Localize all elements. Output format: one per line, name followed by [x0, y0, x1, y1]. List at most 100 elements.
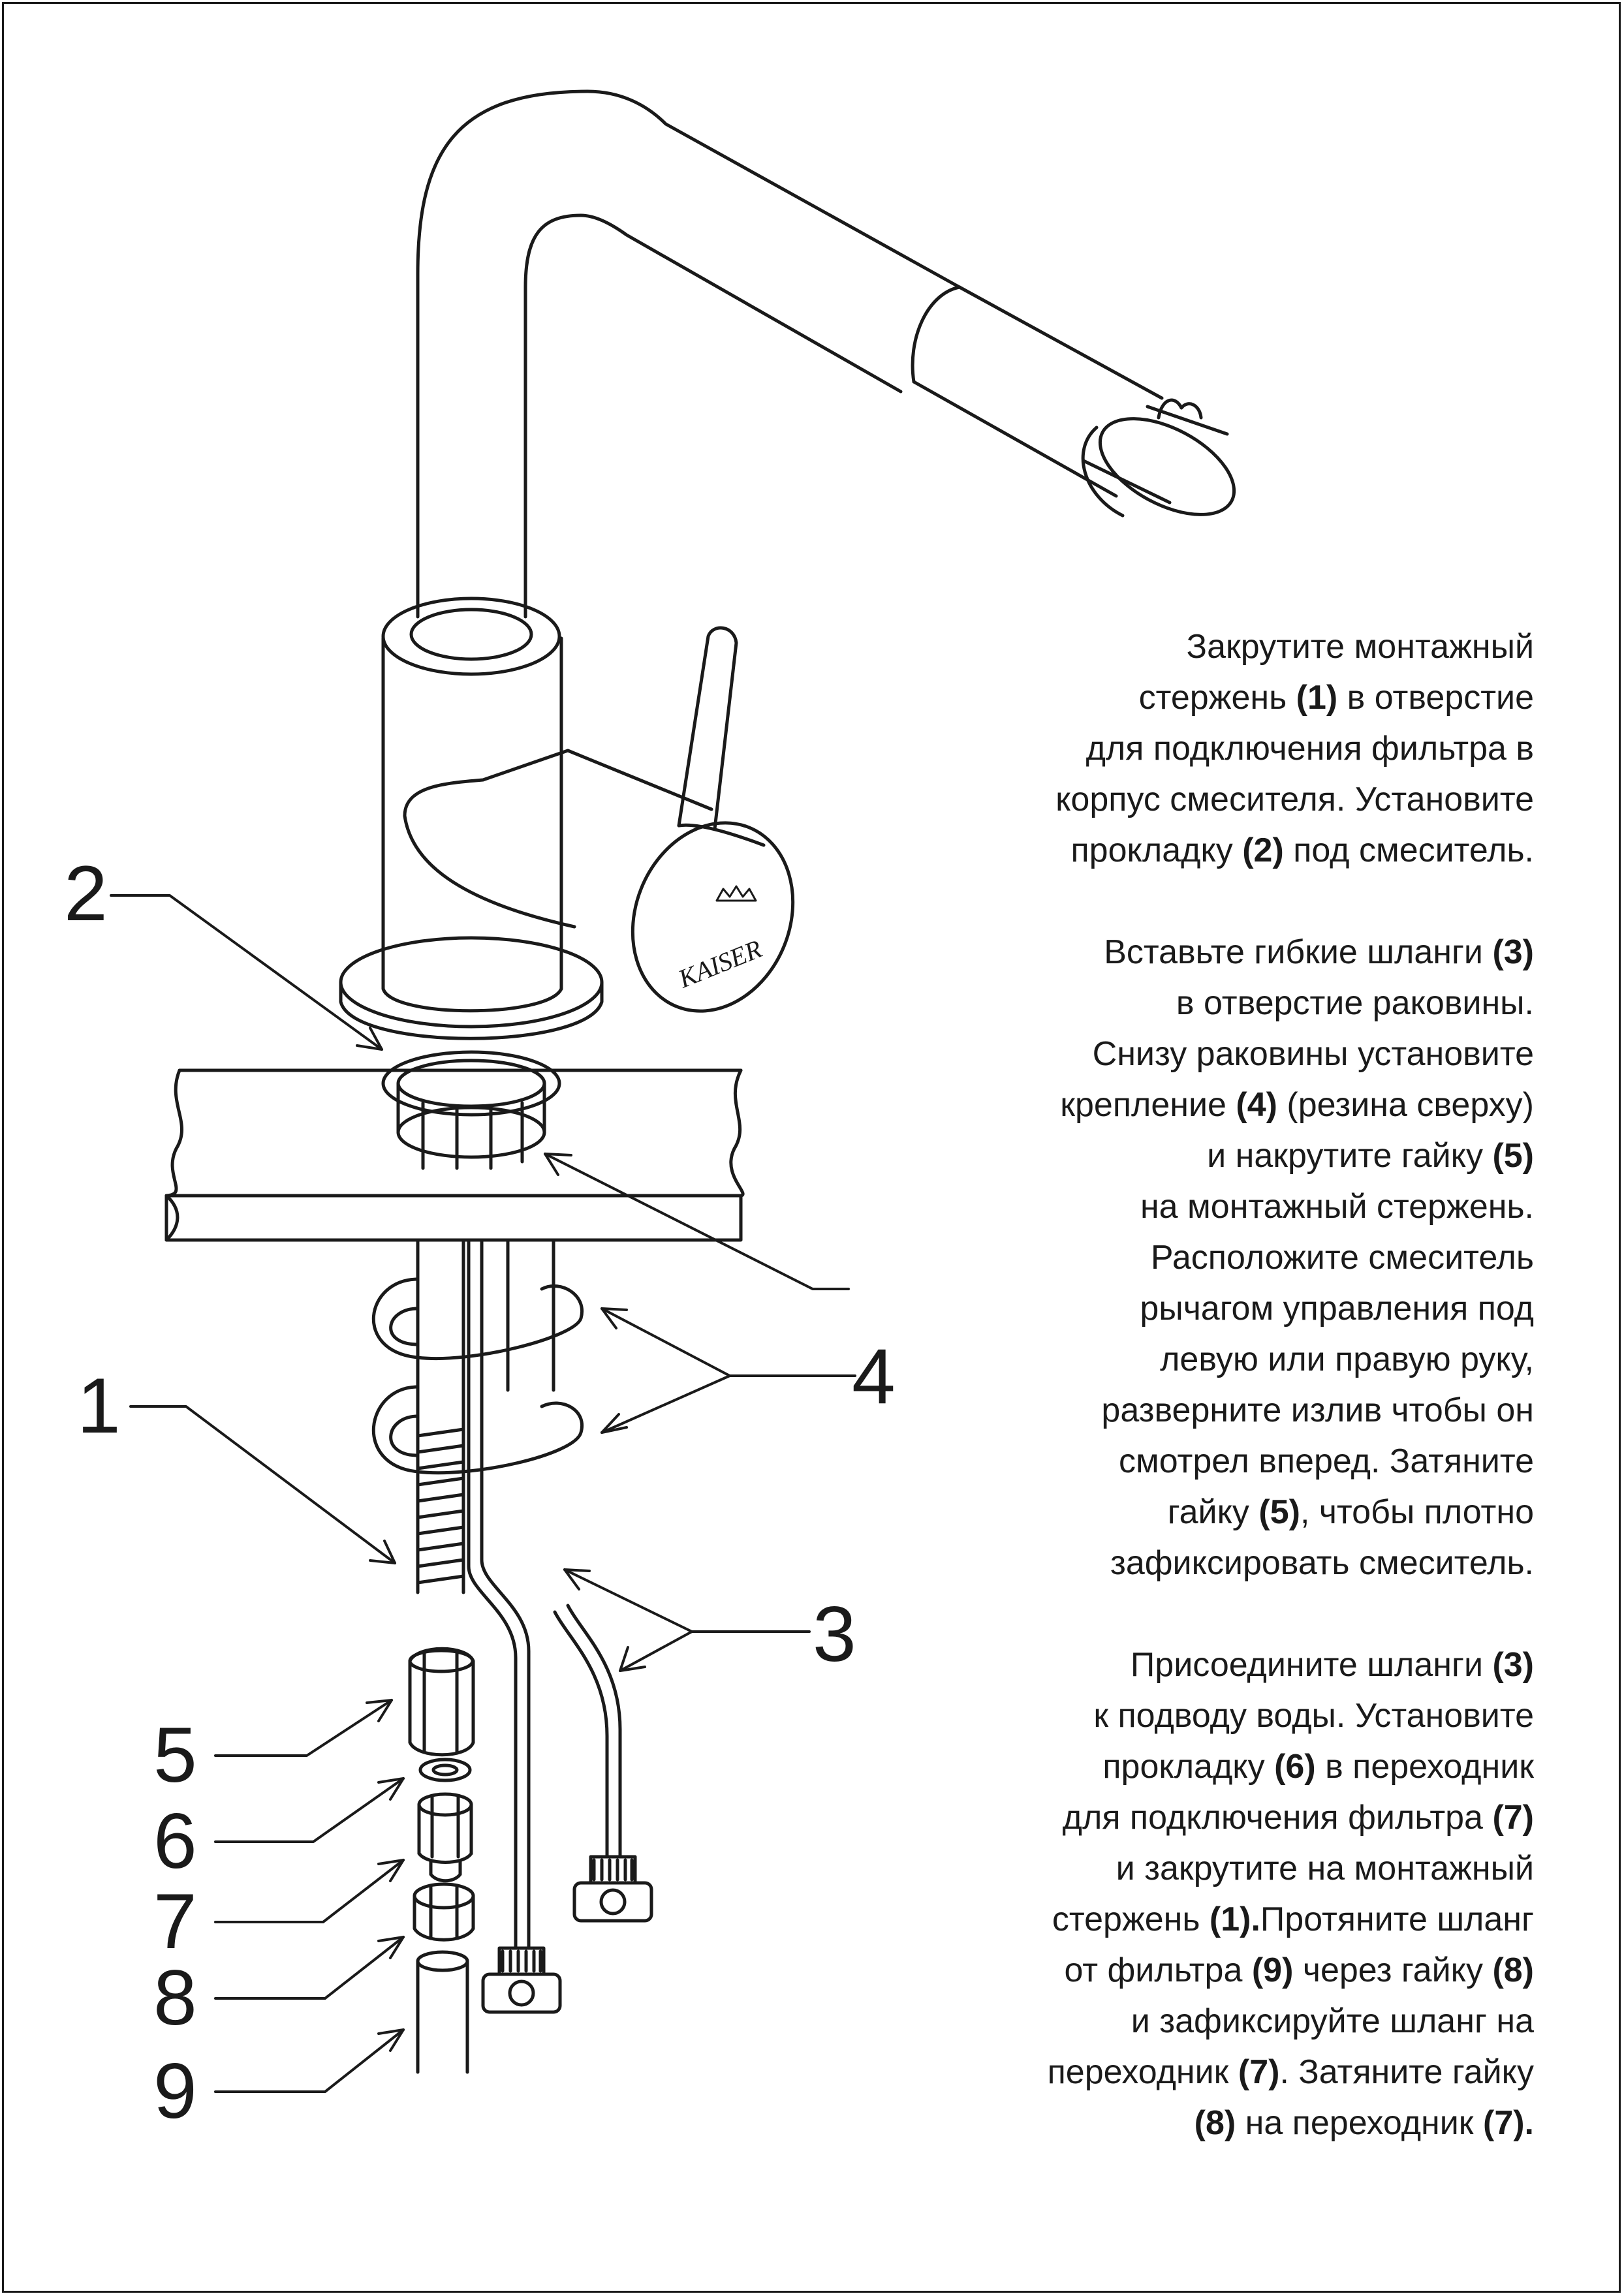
instruction-text: на переходник: [1236, 2104, 1483, 2142]
instruction-line: и накрутите гайку (5): [868, 1130, 1534, 1181]
mounting-bushing: [381, 1050, 561, 1170]
instruction-text: для подключения фильтра в: [1085, 730, 1534, 768]
part-reference: (8): [1194, 2104, 1236, 2142]
instruction-text: (резина сверху): [1277, 1086, 1534, 1124]
instruction-text: и накрутите гайку: [1207, 1137, 1493, 1175]
part-nut-5: [408, 1647, 475, 1757]
instruction-text: смотрел вперед. Затяните: [1119, 1442, 1534, 1480]
instruction-line: переходник (7). Затяните гайку: [868, 2047, 1534, 2098]
faucet-lever: [403, 626, 795, 1013]
part-reference: (3): [1492, 933, 1534, 971]
flexible-hoses: [467, 1238, 653, 2014]
callout-2: 2: [64, 850, 108, 937]
part-reference: (2): [1242, 831, 1284, 869]
instructions-panel: Закрутите монтажный стержень (1) в отверс…: [868, 621, 1534, 2199]
instruction-line: в отверстие раковины.: [868, 978, 1534, 1029]
instruction-text: от фильтра: [1064, 1951, 1252, 1989]
instruction-step-3: Присоедините шланги (3) к подводу воды. У…: [868, 1639, 1534, 2149]
faucet-spout: [416, 89, 1236, 619]
instruction-line: стержень (1) в отверстие: [868, 672, 1534, 723]
instruction-step-2: Вставьте гибкие шланги (3) в отверстие ра…: [868, 927, 1534, 1589]
instruction-text: левую или правую руку,: [1160, 1341, 1534, 1378]
instruction-text: Закрутите монтажный: [1186, 628, 1534, 666]
instruction-text: Протяните шланг: [1260, 1900, 1534, 1938]
instruction-line: крепление (4) (резина сверху): [868, 1079, 1534, 1130]
instruction-line: стержень (1).Протяните шланг: [868, 1894, 1534, 1945]
instruction-text: через гайку: [1293, 1951, 1493, 1989]
part-reference: (7): [1238, 2053, 1280, 2091]
part-reference: (5): [1258, 1493, 1300, 1531]
instruction-line: Снизу раковины установите: [868, 1029, 1534, 1079]
instruction-text: разверните излив чтобы он: [1101, 1391, 1534, 1429]
instruction-line: прокладку (2) под смеситель.: [868, 825, 1534, 876]
instruction-text: для подключения фильтра: [1062, 1799, 1493, 1837]
instruction-line: Присоедините шланги (3): [868, 1639, 1534, 1690]
part-reference: (8): [1492, 1951, 1534, 1989]
part-reference: (7).: [1483, 2104, 1534, 2142]
instruction-text: и зафиксируйте шланг на: [1131, 2002, 1534, 2040]
instruction-line: и зафиксируйте шланг на: [868, 1996, 1534, 2047]
instruction-line: на монтажный стержень.: [868, 1181, 1534, 1232]
callout-7: 7: [153, 1878, 197, 1965]
part-reference: (9): [1251, 1951, 1294, 1989]
svg-text:KAISER: KAISER: [674, 934, 766, 994]
instruction-text: прокладку: [1070, 831, 1243, 869]
part-reference: (4): [1236, 1086, 1277, 1124]
instruction-text: стержень: [1052, 1900, 1210, 1938]
sink-countertop: [164, 1068, 745, 1242]
instruction-line: прокладку (6) в переходник: [868, 1741, 1534, 1792]
faucet-body: [339, 597, 604, 1040]
instruction-text: прокладку: [1102, 1748, 1275, 1786]
instruction-line: гайку (5), чтобы плотно: [868, 1487, 1534, 1538]
instruction-text: крепление: [1060, 1086, 1236, 1124]
instruction-text: Вставьте гибкие шланги: [1104, 933, 1493, 971]
instruction-text: к подводу воды. Установите: [1093, 1697, 1534, 1735]
kaiser-logo: KAISER: [674, 885, 766, 994]
mounting-bracket-spiral: [372, 1277, 584, 1475]
instruction-text: зафиксировать смеситель.: [1110, 1544, 1534, 1582]
part-reference: (7): [1492, 1799, 1534, 1837]
instruction-line: смотрел вперед. Затяните: [868, 1436, 1534, 1487]
instruction-text: гайку: [1167, 1493, 1259, 1531]
instruction-text: Присоедините шланги: [1130, 1646, 1493, 1684]
part-hose-9: [416, 1950, 469, 2074]
leader-lines: [110, 894, 856, 2093]
part-reference: (6): [1274, 1748, 1316, 1786]
callout-numbers: 2 1 4 3 5 6 7 8 9: [64, 850, 896, 2135]
instruction-text: на монтажный стержень.: [1140, 1188, 1534, 1226]
part-reference: (3): [1492, 1646, 1534, 1684]
instruction-line: левую или правую руку,: [868, 1334, 1534, 1385]
instruction-text: в отверстие раковины.: [1176, 984, 1534, 1022]
callout-6: 6: [153, 1797, 197, 1885]
instruction-text: . Затяните гайку: [1279, 2053, 1534, 2091]
instruction-line: зафиксировать смеситель.: [868, 1538, 1534, 1589]
threaded-rod: [416, 1238, 465, 1594]
instruction-line: Закрутите монтажный: [868, 621, 1534, 672]
instruction-text: , чтобы плотно: [1300, 1493, 1534, 1531]
callout-1: 1: [77, 1362, 121, 1450]
instruction-line: от фильтра (9) через гайку (8): [868, 1945, 1534, 1996]
instruction-text: Снизу раковины установите: [1092, 1035, 1534, 1073]
part-reference: (5): [1492, 1137, 1534, 1175]
instruction-line: и закрутите на монтажный: [868, 1843, 1534, 1894]
part-reference: (1): [1296, 679, 1338, 717]
instruction-text: и закрутите на монтажный: [1116, 1850, 1534, 1887]
instruction-line: корпус смесителя. Установите: [868, 774, 1534, 825]
callout-3: 3: [813, 1590, 856, 1678]
instruction-text: Расположите смеситель: [1150, 1239, 1534, 1277]
instruction-line: рычагом управления под: [868, 1283, 1534, 1334]
part-gasket-6: [418, 1758, 472, 1782]
callout-5: 5: [153, 1711, 197, 1799]
instruction-line: (8) на переходник (7).: [868, 2098, 1534, 2149]
instruction-line: Вставьте гибкие шланги (3): [868, 927, 1534, 978]
instruction-text: переходник: [1047, 2053, 1238, 2091]
instruction-text: под смеситель.: [1283, 831, 1534, 869]
instruction-line: для подключения фильтра в: [868, 723, 1534, 774]
instruction-line: для подключения фильтра (7): [868, 1792, 1534, 1843]
instruction-step-1: Закрутите монтажный стержень (1) в отверс…: [868, 621, 1534, 876]
instruction-text: в отверстие: [1337, 679, 1534, 717]
callout-8: 8: [153, 1954, 197, 2041]
instruction-text: в переходник: [1315, 1748, 1534, 1786]
